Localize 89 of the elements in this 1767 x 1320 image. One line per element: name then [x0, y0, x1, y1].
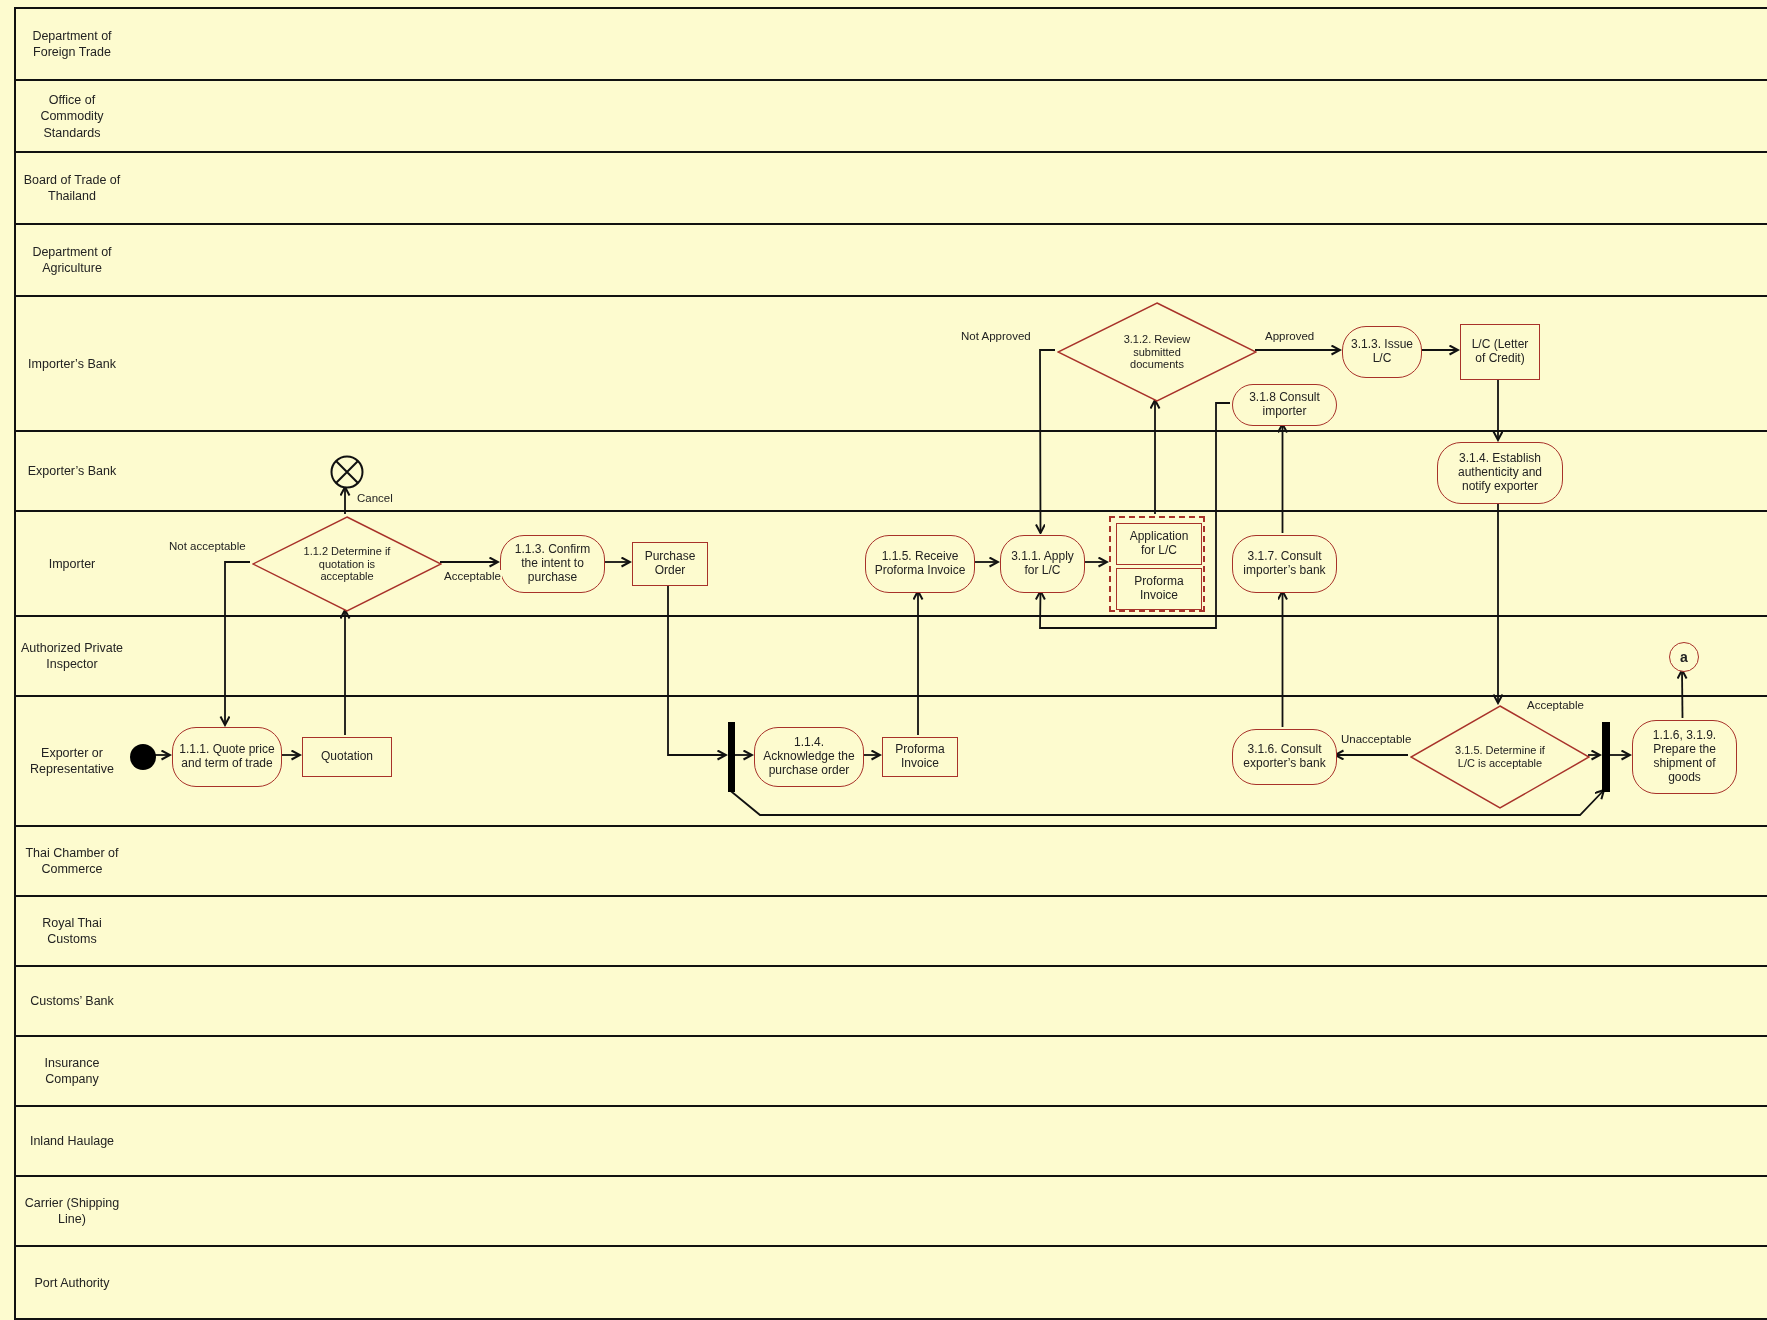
object-box: Application for L/C: [1116, 523, 1202, 565]
arrow: [1676, 669, 1688, 719]
arrow: [972, 556, 999, 568]
swimlane: [14, 1105, 1767, 1175]
lane-label: Exporter’s Bank: [26, 462, 118, 480]
edge-label: Acceptable: [1526, 699, 1585, 713]
swimlane: [14, 1245, 1767, 1320]
swimlane: [14, 825, 1767, 895]
lane-label: Carrier (Shipping Line): [23, 1194, 121, 1228]
arrow: [1035, 349, 1056, 534]
swimlane: [14, 965, 1767, 1035]
object-box: L/C (Letter of Credit): [1460, 324, 1540, 380]
swimlane: [14, 895, 1767, 965]
swimlane: [14, 615, 1767, 695]
arrow: [912, 590, 924, 736]
activity-box: 1.1.5. Receive Proforma Invoice: [865, 535, 975, 593]
start-node: [130, 744, 156, 770]
arrow: [1587, 749, 1601, 761]
edge-label: Unacceptable: [1340, 733, 1413, 747]
object-box: Quotation: [302, 737, 392, 777]
sync-bar: [1602, 722, 1610, 792]
arrow: [602, 556, 631, 568]
sync-bar: [728, 722, 735, 792]
decision-diamond: 1.1.2 Determine if quotation is acceptable: [252, 516, 442, 612]
activity-box: 1.1.1. Quote price and term of trade: [172, 727, 282, 787]
arrow: [1492, 377, 1504, 441]
swimlane: [14, 695, 1767, 825]
activity-box: 3.1.4. Establish authenticity and notify exporter: [1437, 442, 1563, 504]
lane-label: Board of Trade of Thailand: [22, 171, 122, 205]
arrow: [1277, 423, 1288, 534]
arrow: [219, 561, 251, 726]
activity-box: 3.1.6. Consult exporter’s bank: [1232, 729, 1337, 785]
connector-circle: a: [1669, 642, 1699, 672]
activity-box: 3.1.8 Consult importer: [1232, 384, 1337, 426]
arrow: [339, 609, 351, 736]
arrow: [1492, 501, 1504, 704]
arrow: [339, 486, 351, 515]
lane-label: Department of Agriculture: [31, 243, 113, 277]
edge-label: Approved: [1264, 330, 1316, 344]
swimlane: [14, 295, 1767, 430]
dashed-group-box: [1109, 516, 1205, 612]
activity-box: 3.1.1. Apply for L/C: [1000, 535, 1085, 593]
arrow: [1149, 399, 1161, 515]
activity-box: 3.1.3. Issue L/C: [1342, 326, 1422, 378]
arrow: [279, 749, 301, 761]
lane-label: Insurance Company: [43, 1054, 101, 1088]
object-box: Proforma Invoice: [882, 737, 958, 777]
arrow: [1082, 556, 1108, 568]
activity-box: 3.1.7. Consult importer’s bank: [1232, 535, 1337, 593]
object-box: Proforma Invoice: [1116, 568, 1202, 610]
lane-label: Office of Commodity Standards: [39, 91, 105, 141]
arrow: [861, 749, 881, 761]
edge-label: Acceptable: [443, 570, 502, 584]
arrow: [1607, 749, 1631, 761]
lane-label: Authorized Private Inspector: [20, 639, 124, 673]
swimlane: [14, 79, 1767, 151]
lane-label: Exporter or Representative: [28, 744, 116, 778]
arrow: [1334, 749, 1409, 761]
activity-box: 1.1.3. Confirm the intent to purchase: [500, 535, 605, 593]
swimlane: [14, 1035, 1767, 1105]
lane-label: Inland Haulage: [28, 1132, 116, 1150]
arrow: [1419, 344, 1459, 356]
activity-box: 1.1.4. Acknowledge the purchase order: [754, 727, 864, 787]
lane-label: Importer: [47, 555, 97, 572]
arrow: [1034, 402, 1231, 629]
lane-label: Customs’ Bank: [29, 992, 115, 1010]
lane-label: Importer’s Bank: [27, 355, 117, 372]
lane-label: Department of Foreign Trade: [31, 27, 113, 61]
swimlane: [14, 1175, 1767, 1245]
swimlane: [14, 430, 1767, 510]
swimlane: [14, 7, 1767, 79]
flow-end-node: [330, 455, 364, 489]
lane-label: Thai Chamber of Commerce: [24, 844, 120, 878]
swimlane: [14, 223, 1767, 295]
lane-label: Royal Thai Customs: [41, 914, 103, 948]
activity-box: 1.1.6, 3.1.9. Prepare the shipment of goods: [1632, 720, 1737, 794]
lane-label: Port Authority: [33, 1274, 111, 1291]
edge-label: Not Approved: [960, 330, 1032, 344]
object-box: Purchase Order: [632, 542, 708, 586]
swimlane: [14, 510, 1767, 615]
arrow: [153, 749, 171, 761]
edge-label: Not acceptable: [168, 540, 247, 554]
arrow: [1277, 590, 1288, 728]
arrow: [439, 556, 499, 568]
arrow: [728, 789, 1605, 816]
arrow: [667, 583, 727, 761]
swimlane: [14, 151, 1767, 223]
arrow: [1254, 344, 1341, 356]
arrow: [732, 749, 753, 761]
